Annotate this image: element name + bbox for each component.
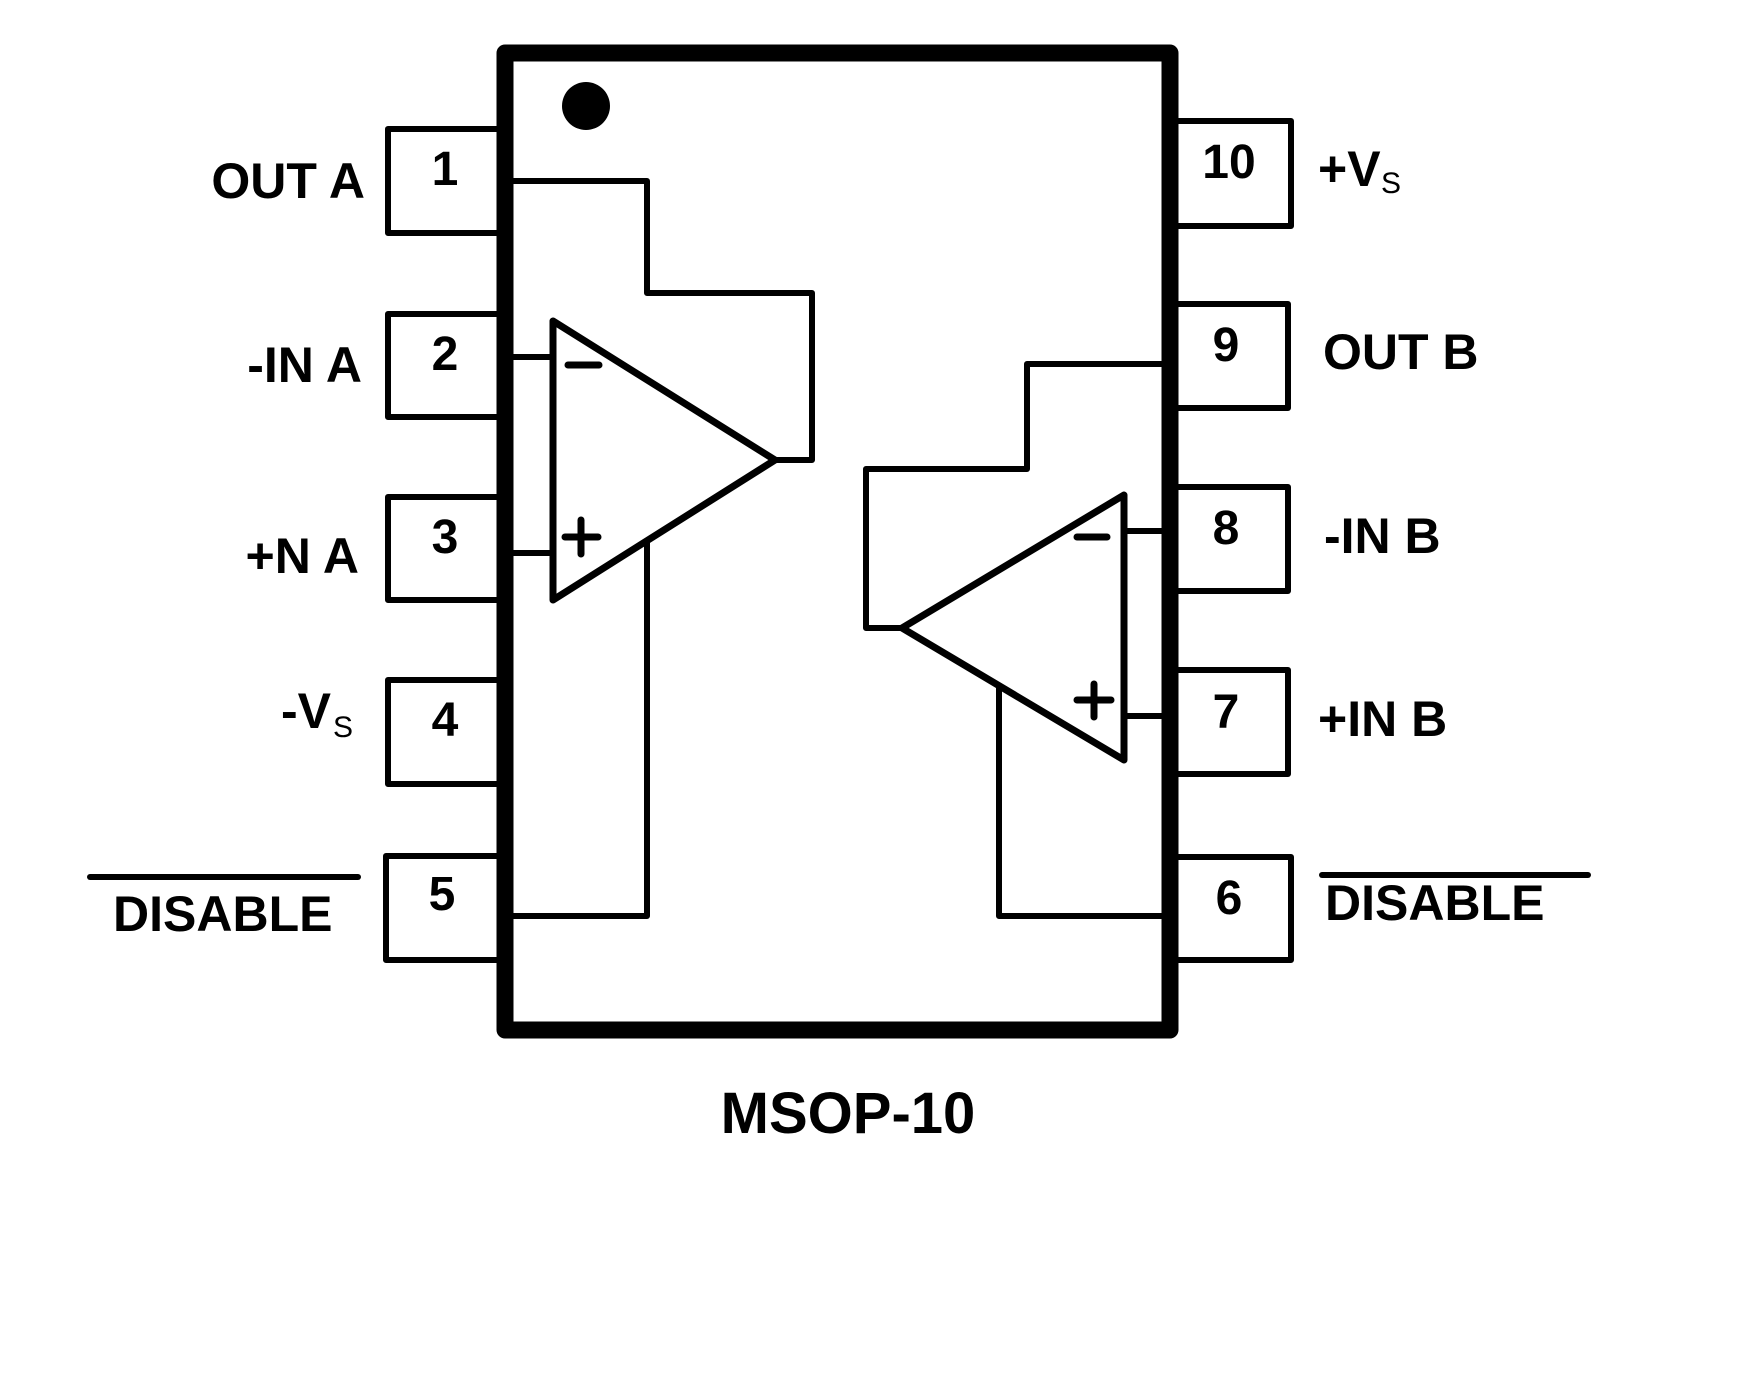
pin-number-6: 6: [1216, 872, 1243, 925]
pin-number-10: 10: [1202, 136, 1255, 189]
pin-label-neg-vs: -V: [281, 683, 332, 739]
pin-number-1: 1: [432, 143, 459, 196]
pin-label-in-plus-a: +N A: [246, 528, 359, 584]
pin-box-9: [1172, 301, 1291, 411]
pin-number-4: 4: [432, 694, 459, 747]
pin-label-neg-vs-subscript: S: [333, 711, 353, 744]
pin-number-5: 5: [429, 868, 456, 921]
pin-1-dot: [562, 82, 610, 130]
pin-label-pos-vs-subscript: S: [1381, 167, 1401, 200]
amp-b-triangle: [898, 491, 1128, 764]
pin-number-8: 8: [1213, 502, 1240, 555]
pin-label-disable-a: DISABLE: [113, 886, 332, 942]
pin-number-7: 7: [1213, 686, 1240, 739]
pin-label-in-minus-b: -IN B: [1324, 508, 1441, 564]
package-name: MSOP-10: [721, 1081, 976, 1146]
pin-label-disable-b: DISABLE: [1325, 875, 1544, 931]
pin-box-3: [385, 494, 503, 603]
pin-label-in-minus-a: -IN A: [247, 337, 362, 393]
pin-label-out-a: OUT A: [211, 153, 365, 209]
amp-a-triangle: [549, 317, 779, 604]
pin-label-out-b: OUT B: [1323, 324, 1479, 380]
pin-number-3: 3: [432, 511, 459, 564]
pin-number-9: 9: [1213, 319, 1240, 372]
pin-label-in-plus-b: +IN B: [1318, 691, 1447, 747]
amp-b-output-trace: [863, 361, 1164, 631]
pin-box-5: [383, 853, 503, 963]
amp-a-disable-trace: [511, 535, 650, 919]
pin-box-1: [385, 126, 503, 236]
pin-box-2: [385, 311, 503, 420]
pin-label-pos-vs: +V: [1318, 141, 1381, 197]
pin-number-2: 2: [432, 328, 459, 381]
amp-b-disable-trace: [996, 682, 1164, 919]
amp-a-output-trace: [511, 178, 815, 463]
